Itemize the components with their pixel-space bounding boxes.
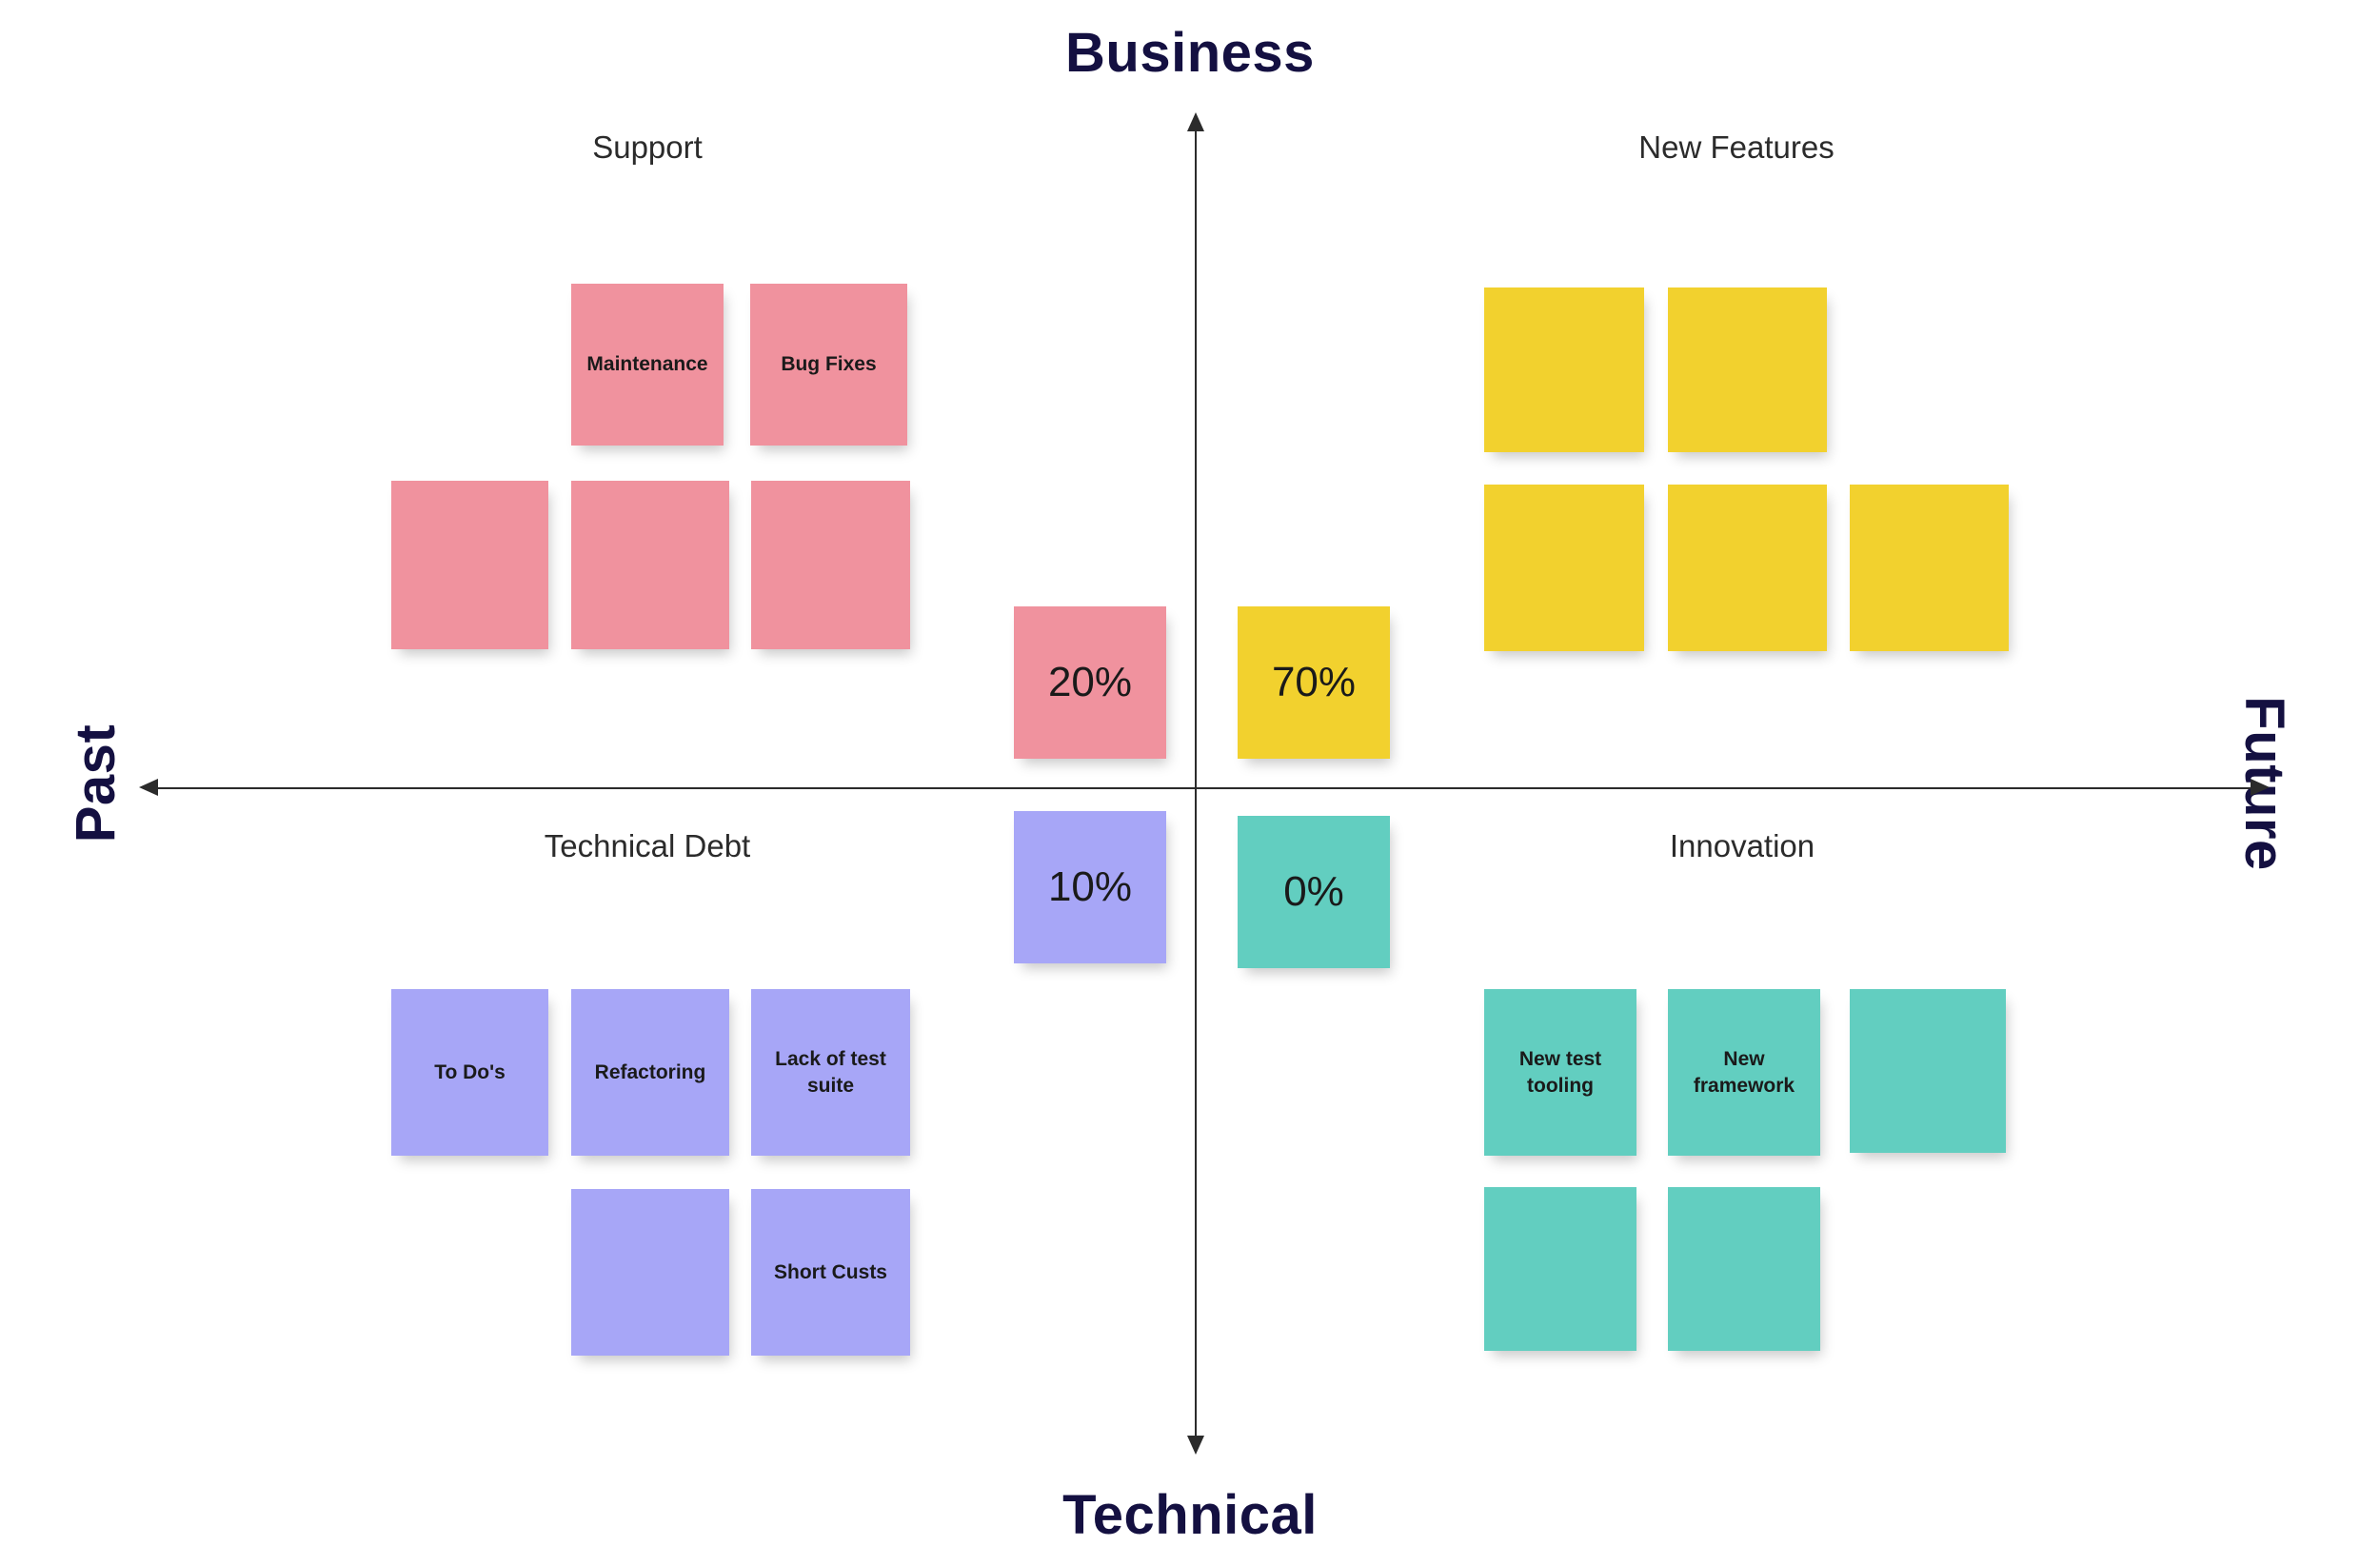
sticky-note-label: To Do's: [434, 1061, 506, 1083]
sticky-note[interactable]: [1484, 1187, 1636, 1351]
summary-note-innovation[interactable]: 0%: [1238, 816, 1390, 968]
sticky-note[interactable]: [751, 481, 910, 649]
sticky-note[interactable]: New framework: [1668, 989, 1820, 1156]
sticky-note[interactable]: [571, 481, 729, 649]
sticky-note[interactable]: Maintenance: [571, 284, 724, 446]
axis-label-business: Business: [1065, 22, 1315, 84]
sticky-note[interactable]: Bug Fixes: [750, 284, 907, 446]
axis-label-technical: Technical: [1062, 1484, 1318, 1546]
sticky-note-label: Refactoring: [594, 1061, 706, 1083]
horizontal-axis-line: [148, 787, 2256, 789]
sticky-note[interactable]: [1668, 485, 1827, 651]
sticky-note[interactable]: [571, 1189, 729, 1356]
summary-note-support[interactable]: 20%: [1014, 606, 1166, 759]
sticky-note[interactable]: [1668, 1187, 1820, 1351]
sticky-note[interactable]: [1850, 485, 2009, 651]
sticky-note[interactable]: Short Custs: [751, 1189, 910, 1356]
sticky-note-label: Maintenance: [586, 353, 708, 376]
sticky-note[interactable]: [1484, 287, 1644, 452]
sticky-note-label: Lack of test suite: [775, 1048, 886, 1097]
sticky-note-label: New test tooling: [1518, 1048, 1602, 1097]
summary-note-new-features[interactable]: 70%: [1238, 606, 1390, 759]
quadrant-title-technical-debt: Technical Debt: [544, 828, 751, 863]
sticky-note[interactable]: Refactoring: [571, 989, 729, 1156]
axis-label-past: Past: [64, 724, 127, 842]
sticky-note[interactable]: [1850, 989, 2006, 1153]
sticky-note[interactable]: [1484, 485, 1644, 651]
sticky-note[interactable]: Lack of test suite: [751, 989, 910, 1156]
sticky-note[interactable]: New test tooling: [1484, 989, 1636, 1156]
sticky-note[interactable]: [391, 481, 548, 649]
arrow-up-icon: [1187, 112, 1204, 131]
quadrant-title-support: Support: [592, 129, 703, 165]
sticky-note-label: Bug Fixes: [781, 353, 877, 376]
arrow-down-icon: [1187, 1436, 1204, 1455]
sticky-note-label: New framework: [1693, 1048, 1795, 1097]
summary-note-label: 70%: [1271, 659, 1357, 706]
quadrant-title-innovation: Innovation: [1669, 828, 1815, 863]
vertical-axis-line: [1195, 122, 1197, 1445]
sticky-note[interactable]: [1668, 287, 1827, 452]
sticky-note[interactable]: To Do's: [391, 989, 548, 1156]
summary-note-label: 20%: [1047, 659, 1133, 706]
arrow-right-icon: [2251, 779, 2270, 796]
sticky-note-label: Short Custs: [773, 1260, 887, 1283]
summary-note-label: 10%: [1047, 863, 1133, 911]
quadrant-title-new-features: New Features: [1638, 129, 1835, 165]
summary-note-technical-debt[interactable]: 10%: [1014, 811, 1166, 963]
summary-note-label: 0%: [1283, 868, 1344, 916]
arrow-left-icon: [139, 779, 158, 796]
